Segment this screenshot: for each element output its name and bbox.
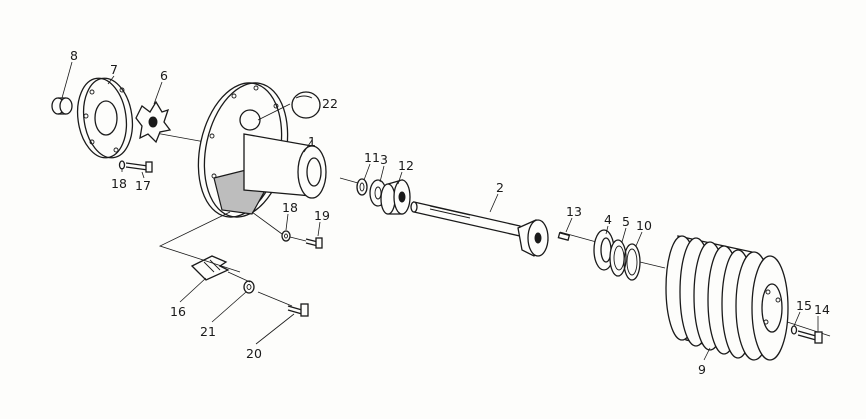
label-3: 3 — [380, 152, 388, 167]
label-21: 21 — [200, 324, 216, 339]
label-9: 9 — [698, 362, 706, 377]
label-18-lower: 18 — [282, 200, 298, 215]
part-19-bolt-lower — [305, 237, 323, 249]
part-10-circlip — [623, 243, 641, 281]
part-11-nut — [356, 178, 368, 196]
connector-lines — [158, 211, 307, 307]
label-4: 4 — [604, 212, 612, 227]
label-6: 6 — [160, 68, 168, 83]
part-22-cap — [291, 91, 321, 119]
label-20: 20 — [246, 346, 262, 361]
part-16-bracket — [190, 255, 230, 281]
label-19: 19 — [314, 208, 330, 223]
label-10: 10 — [636, 218, 652, 233]
part-13-key — [557, 231, 571, 241]
part-20-bolt — [287, 303, 309, 317]
leader-lines — [61, 61, 819, 361]
label-12: 12 — [398, 158, 414, 173]
label-2: 2 — [496, 180, 504, 195]
part-18-washer-left — [118, 160, 126, 170]
part-labels: 8 7 6 18 17 1 22 11 3 12 2 13 4 5 10 18 … — [70, 48, 830, 377]
part-15-washer-right — [790, 325, 798, 335]
label-5: 5 — [622, 214, 630, 229]
label-22: 22 — [322, 96, 338, 111]
label-7: 7 — [110, 62, 118, 77]
part-12-hub — [380, 179, 411, 215]
part-8-bushing — [51, 97, 73, 115]
part-18-washer-lower — [281, 230, 291, 242]
label-8: 8 — [70, 48, 78, 63]
part-14-bolt-right — [797, 330, 823, 344]
label-17: 17 — [135, 178, 151, 193]
part-1-housing — [197, 82, 327, 218]
label-11: 11 — [364, 150, 380, 165]
part-6-star-coupling — [135, 100, 172, 144]
part-2-shaft — [410, 201, 549, 257]
part-17-bolt-left — [125, 161, 153, 173]
label-14: 14 — [814, 302, 830, 317]
label-1: 1 — [308, 134, 316, 149]
label-15: 15 — [796, 298, 812, 313]
part-7-flange-plate — [76, 77, 134, 159]
label-18-left: 18 — [111, 176, 127, 191]
part-9-pulley — [665, 235, 789, 361]
part-21-nut — [243, 280, 255, 294]
label-13: 13 — [566, 204, 582, 219]
label-16: 16 — [170, 304, 186, 319]
